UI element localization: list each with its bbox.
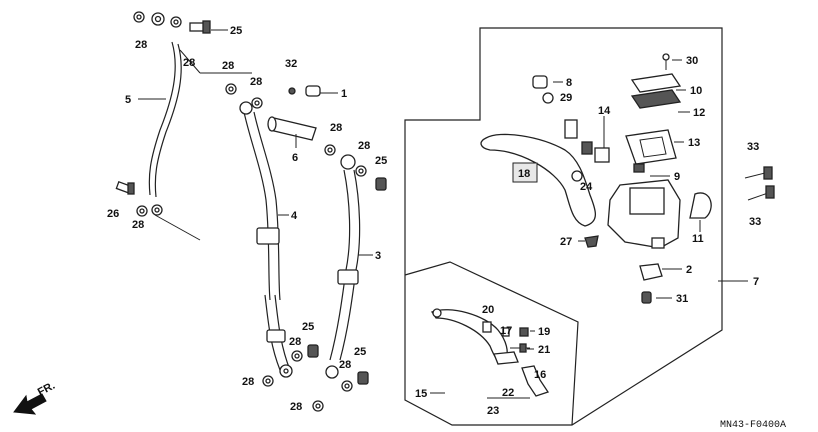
washer-top-3 [170, 16, 182, 28]
label-28-a: 28 [222, 60, 234, 72]
brake-lever-18 [480, 133, 597, 227]
screw-33-b [747, 185, 775, 201]
label-33-top: 33 [747, 141, 759, 153]
label-29: 29 [560, 92, 572, 104]
piston-kit-14 [532, 75, 645, 182]
bolt-26 [115, 181, 135, 195]
label-26: 26 [107, 208, 119, 220]
screw-19 [519, 327, 529, 337]
washer-top-2 [151, 12, 165, 26]
hose-5 [148, 41, 182, 216]
label-25-top: 25 [230, 25, 242, 37]
leader-lines [138, 29, 748, 399]
diaphragm-12 [630, 89, 682, 109]
hose-3 [325, 154, 361, 379]
label-30: 30 [686, 55, 698, 67]
screw-33-a [744, 166, 773, 180]
label-19: 19 [538, 326, 550, 338]
label-16: 16 [534, 369, 546, 381]
spring-22 [493, 351, 519, 365]
washer-28-g [312, 400, 324, 412]
washer-28-d [355, 165, 367, 177]
label-22: 22 [502, 387, 514, 399]
label-12: 12 [693, 107, 705, 119]
washer-top-1 [133, 11, 145, 23]
washer-28-b [251, 97, 263, 109]
label-28-f: 28 [242, 376, 254, 388]
label-28-e: 28 [289, 336, 301, 348]
label-25-f: 25 [354, 346, 366, 358]
washer-28-h [341, 380, 353, 392]
washer-28-a [225, 83, 237, 95]
washer-28-f [262, 375, 274, 387]
screw-30 [662, 53, 670, 70]
assembly-outline [404, 27, 723, 426]
clamp-1 [288, 85, 321, 97]
plate-13 [625, 129, 677, 165]
label-18-box [512, 162, 538, 183]
bolt-25-d [375, 177, 387, 191]
washer-28-lower-left [136, 205, 148, 217]
bolt-25-top [189, 20, 211, 34]
hose-4 [239, 101, 293, 378]
label-28-h: 28 [339, 359, 351, 371]
holder-11 [689, 192, 712, 219]
label-28-d: 28 [358, 140, 370, 152]
label-1: 1 [341, 88, 347, 100]
label-11: 11 [692, 233, 704, 245]
switch-2 [639, 263, 663, 281]
adjuster-21 [510, 343, 530, 353]
master-cylinder-body [607, 179, 681, 249]
label-25-e: 25 [302, 321, 314, 333]
label-17: 17 [500, 325, 512, 337]
label-28-top-2: 28 [183, 57, 195, 69]
label-21: 21 [538, 344, 550, 356]
label-3: 3 [375, 250, 381, 262]
label-28-lower-left: 28 [132, 219, 144, 231]
label-13: 13 [688, 137, 700, 149]
label-25-d: 25 [375, 155, 387, 167]
diagram-code: MN43-F0400A [720, 420, 786, 431]
label-33-bottom: 33 [749, 216, 761, 228]
washer-28-c [324, 144, 336, 156]
label-4: 4 [291, 210, 298, 222]
label-7: 7 [753, 276, 759, 288]
label-28-g: 28 [290, 401, 302, 413]
label-31: 31 [676, 293, 688, 305]
bolt-31 [641, 291, 652, 304]
label-6: 6 [292, 152, 298, 164]
label-9: 9 [674, 171, 680, 183]
washer-28-e [291, 350, 303, 362]
front-direction-label: FR. [36, 380, 57, 399]
label-20: 20 [482, 304, 494, 316]
label-8: 8 [566, 77, 572, 89]
label-32: 32 [285, 58, 297, 70]
label-10: 10 [690, 85, 702, 97]
label-28-top-1: 28 [135, 39, 147, 51]
front-direction-arrow-icon [13, 393, 47, 415]
label-23: 23 [487, 405, 499, 417]
reservoir-cap-10 [630, 73, 682, 93]
label-27: 27 [560, 236, 572, 248]
label-28-b: 28 [250, 76, 262, 88]
label-18: 18 [518, 168, 530, 180]
label-24: 24 [580, 181, 593, 193]
label-14: 14 [598, 105, 611, 117]
lever-subassembly-outline [404, 261, 579, 426]
label-5: 5 [125, 94, 131, 106]
label-15: 15 [415, 388, 427, 400]
label-28-c: 28 [330, 122, 342, 134]
bolt-25-e [307, 344, 319, 358]
bracket-16 [521, 365, 550, 397]
cap-27 [584, 235, 599, 248]
bolt-17 [502, 327, 510, 337]
pivot-20 [482, 321, 492, 333]
bolt-25-f [357, 371, 369, 385]
pipe-6 [267, 116, 317, 141]
label-2: 2 [686, 264, 692, 276]
